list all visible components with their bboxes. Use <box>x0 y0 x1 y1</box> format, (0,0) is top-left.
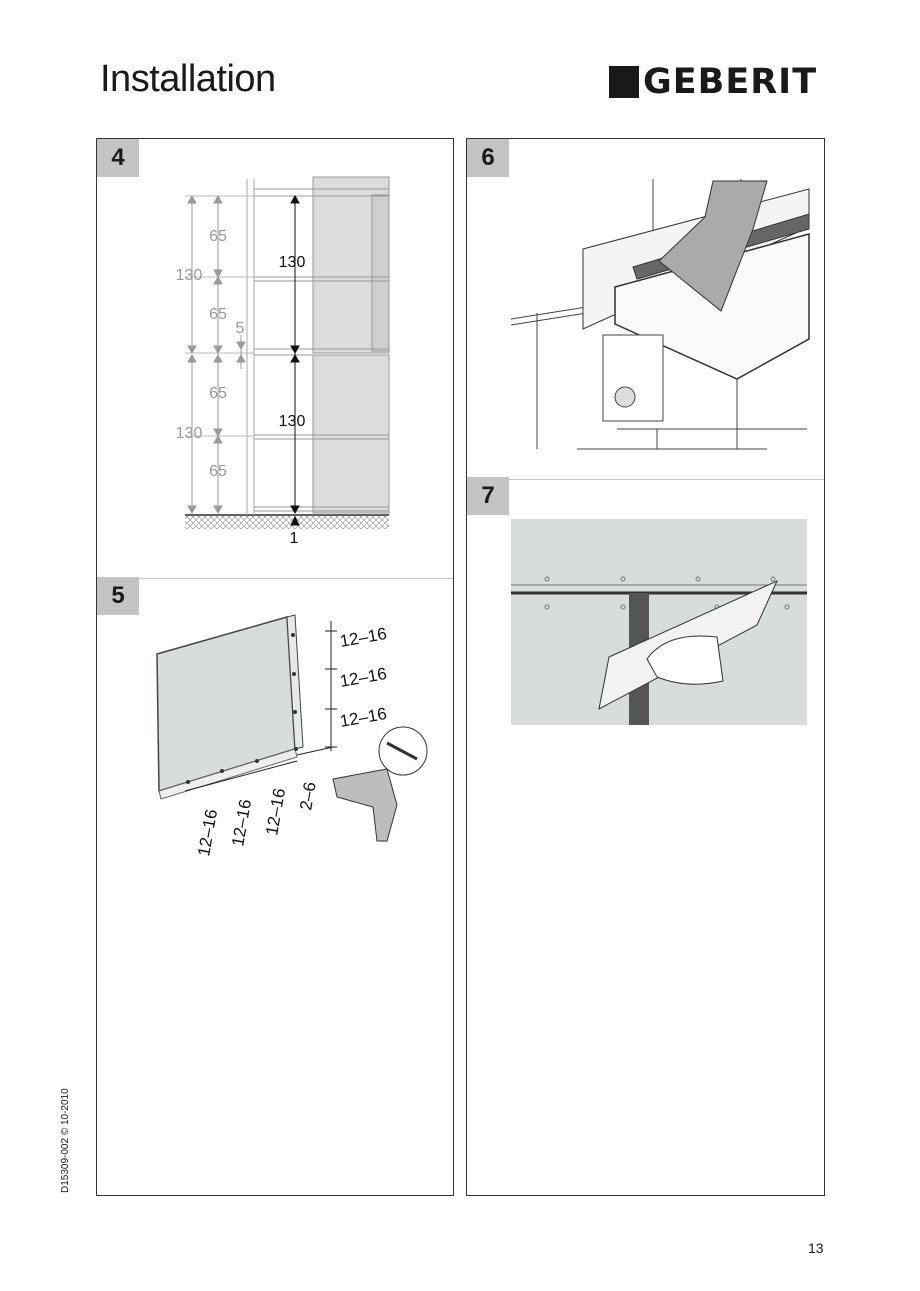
drill-icon <box>332 768 398 842</box>
dim-inner-65-4: 65 <box>209 463 227 480</box>
divider-4-5 <box>97 578 453 579</box>
page-number: 13 <box>808 1240 824 1256</box>
tiled-wall <box>511 519 807 725</box>
step-6-label: 6 <box>467 139 509 177</box>
step-5-label: 5 <box>97 577 139 615</box>
step-5-diagram: 12–16 12–16 12–16 12–16 12–16 12–16 2–6 <box>156 614 428 858</box>
floor-hatch <box>185 515 389 529</box>
dim-edge: 2–6 <box>296 780 320 811</box>
cistern-frame <box>602 334 664 422</box>
dim-outer-130-bottom: 130 <box>176 425 203 442</box>
logo-wordmark: GEBERIT <box>643 62 818 102</box>
dim-vertical-1: 12–16 <box>338 624 388 651</box>
dim-bottom-1: 1 <box>290 530 299 547</box>
logo-square-icon <box>609 66 639 98</box>
dim-inner-65-3: 65 <box>209 385 227 402</box>
step-6-diagram <box>510 179 810 450</box>
dim-horizontal-1: 12–16 <box>194 808 221 858</box>
dim-horizontal-3: 12–16 <box>262 787 289 837</box>
right-panel: 6 7 <box>466 138 825 1196</box>
step-4-label: 4 <box>97 139 139 177</box>
dim-inner-65-2: 65 <box>209 306 227 323</box>
document-reference: D15309-002 © 10-2010 <box>60 1088 71 1193</box>
dim-horizontal-2: 12–16 <box>228 798 255 848</box>
dim-outer-130-top: 130 <box>176 267 203 284</box>
geberit-logo: GEBERIT <box>609 62 825 102</box>
dim-right-130-bottom: 130 <box>279 413 306 430</box>
page-title: Installation <box>100 58 276 100</box>
left-panel: 4 <box>96 138 454 1196</box>
board <box>156 616 296 793</box>
dim-inner-65-1: 65 <box>209 228 227 245</box>
step-4-diagram: 130 130 65 65 65 65 5 130 130 1 <box>176 176 390 547</box>
dim-right-130-top: 130 <box>279 254 306 271</box>
dim-vertical-2: 12–16 <box>338 664 388 691</box>
step-7-diagram <box>511 519 807 725</box>
dim-gap-5: 5 <box>236 320 245 337</box>
step-7-label: 7 <box>467 477 509 515</box>
applicator-icon <box>658 180 768 312</box>
lower-panel <box>312 354 390 514</box>
dim-vertical-3: 12–16 <box>338 704 388 731</box>
divider-6-7 <box>467 479 824 480</box>
hand-icon <box>646 635 724 685</box>
